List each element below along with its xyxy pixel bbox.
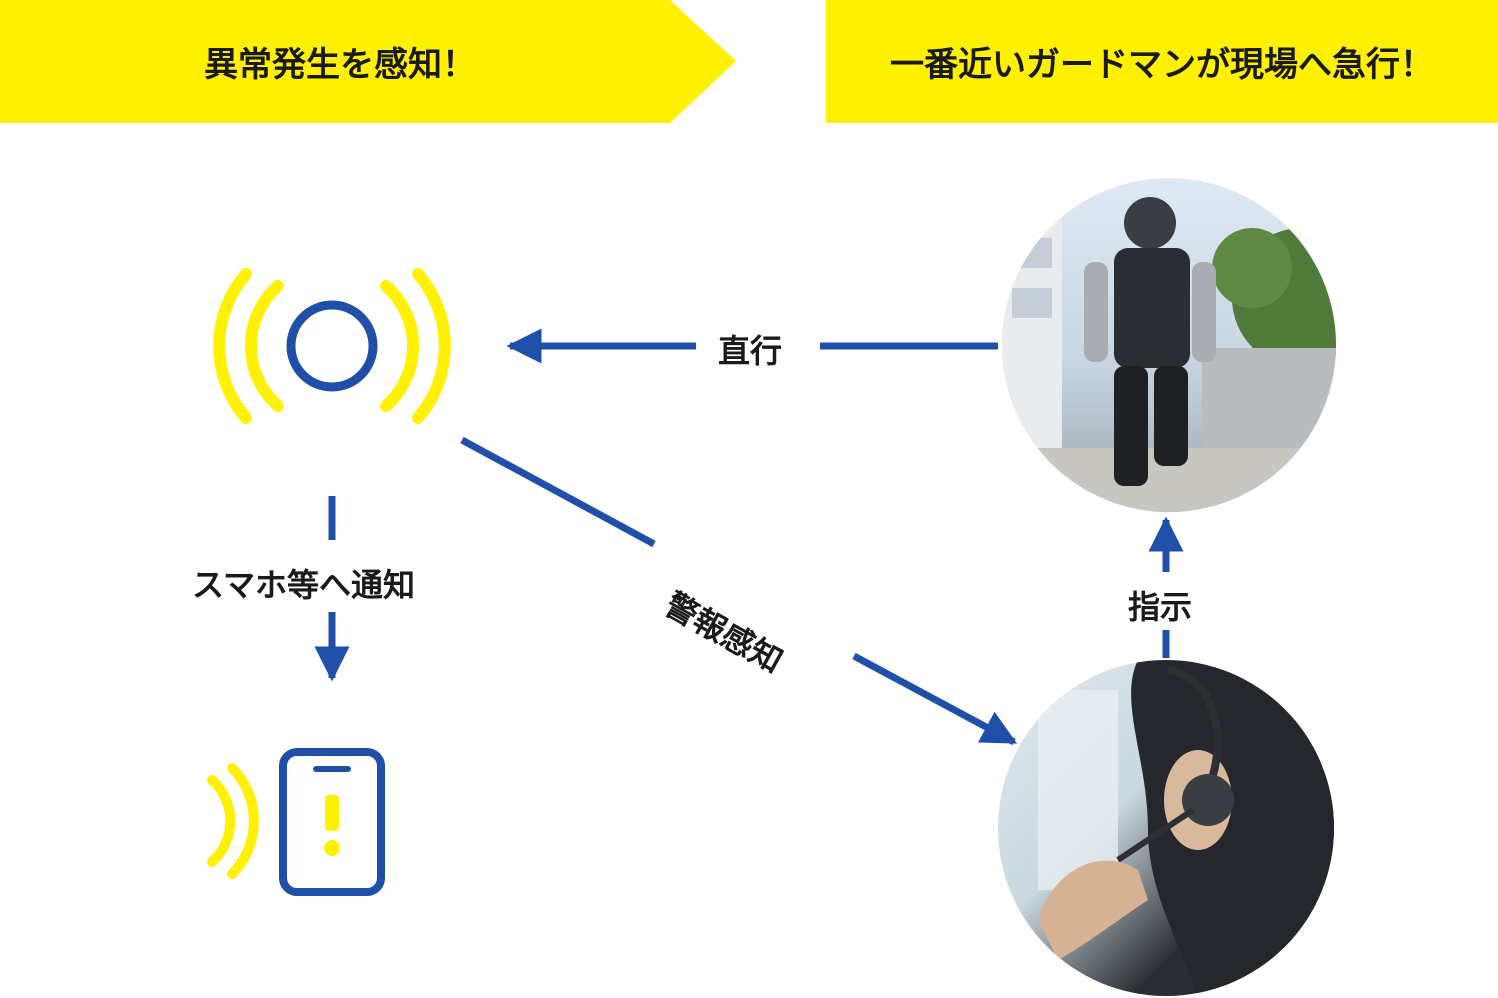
banner-dispatch: 一番近いガードマンが現場へ急行！ (826, 0, 1498, 123)
sensor-signal-icon (213, 268, 451, 424)
banner-dispatch-text: 一番近いガードマンが現場へ急行！ (890, 45, 1434, 85)
label-notify: スマホ等へ通知 (192, 566, 416, 604)
security-guard-running-photo (1002, 178, 1336, 512)
label-direct: 直行 (718, 332, 783, 370)
banner-detect-text: 異常発生を感知！ (204, 45, 476, 85)
operator-headset-photo (998, 660, 1334, 996)
banner-detect: 異常発生を感知！ (0, 0, 736, 123)
line-alarm-top (460, 436, 656, 548)
smartphone-alert-icon (207, 748, 385, 896)
label-instruct: 指示 (1128, 588, 1193, 626)
arrow-alarm-down (852, 652, 1018, 746)
